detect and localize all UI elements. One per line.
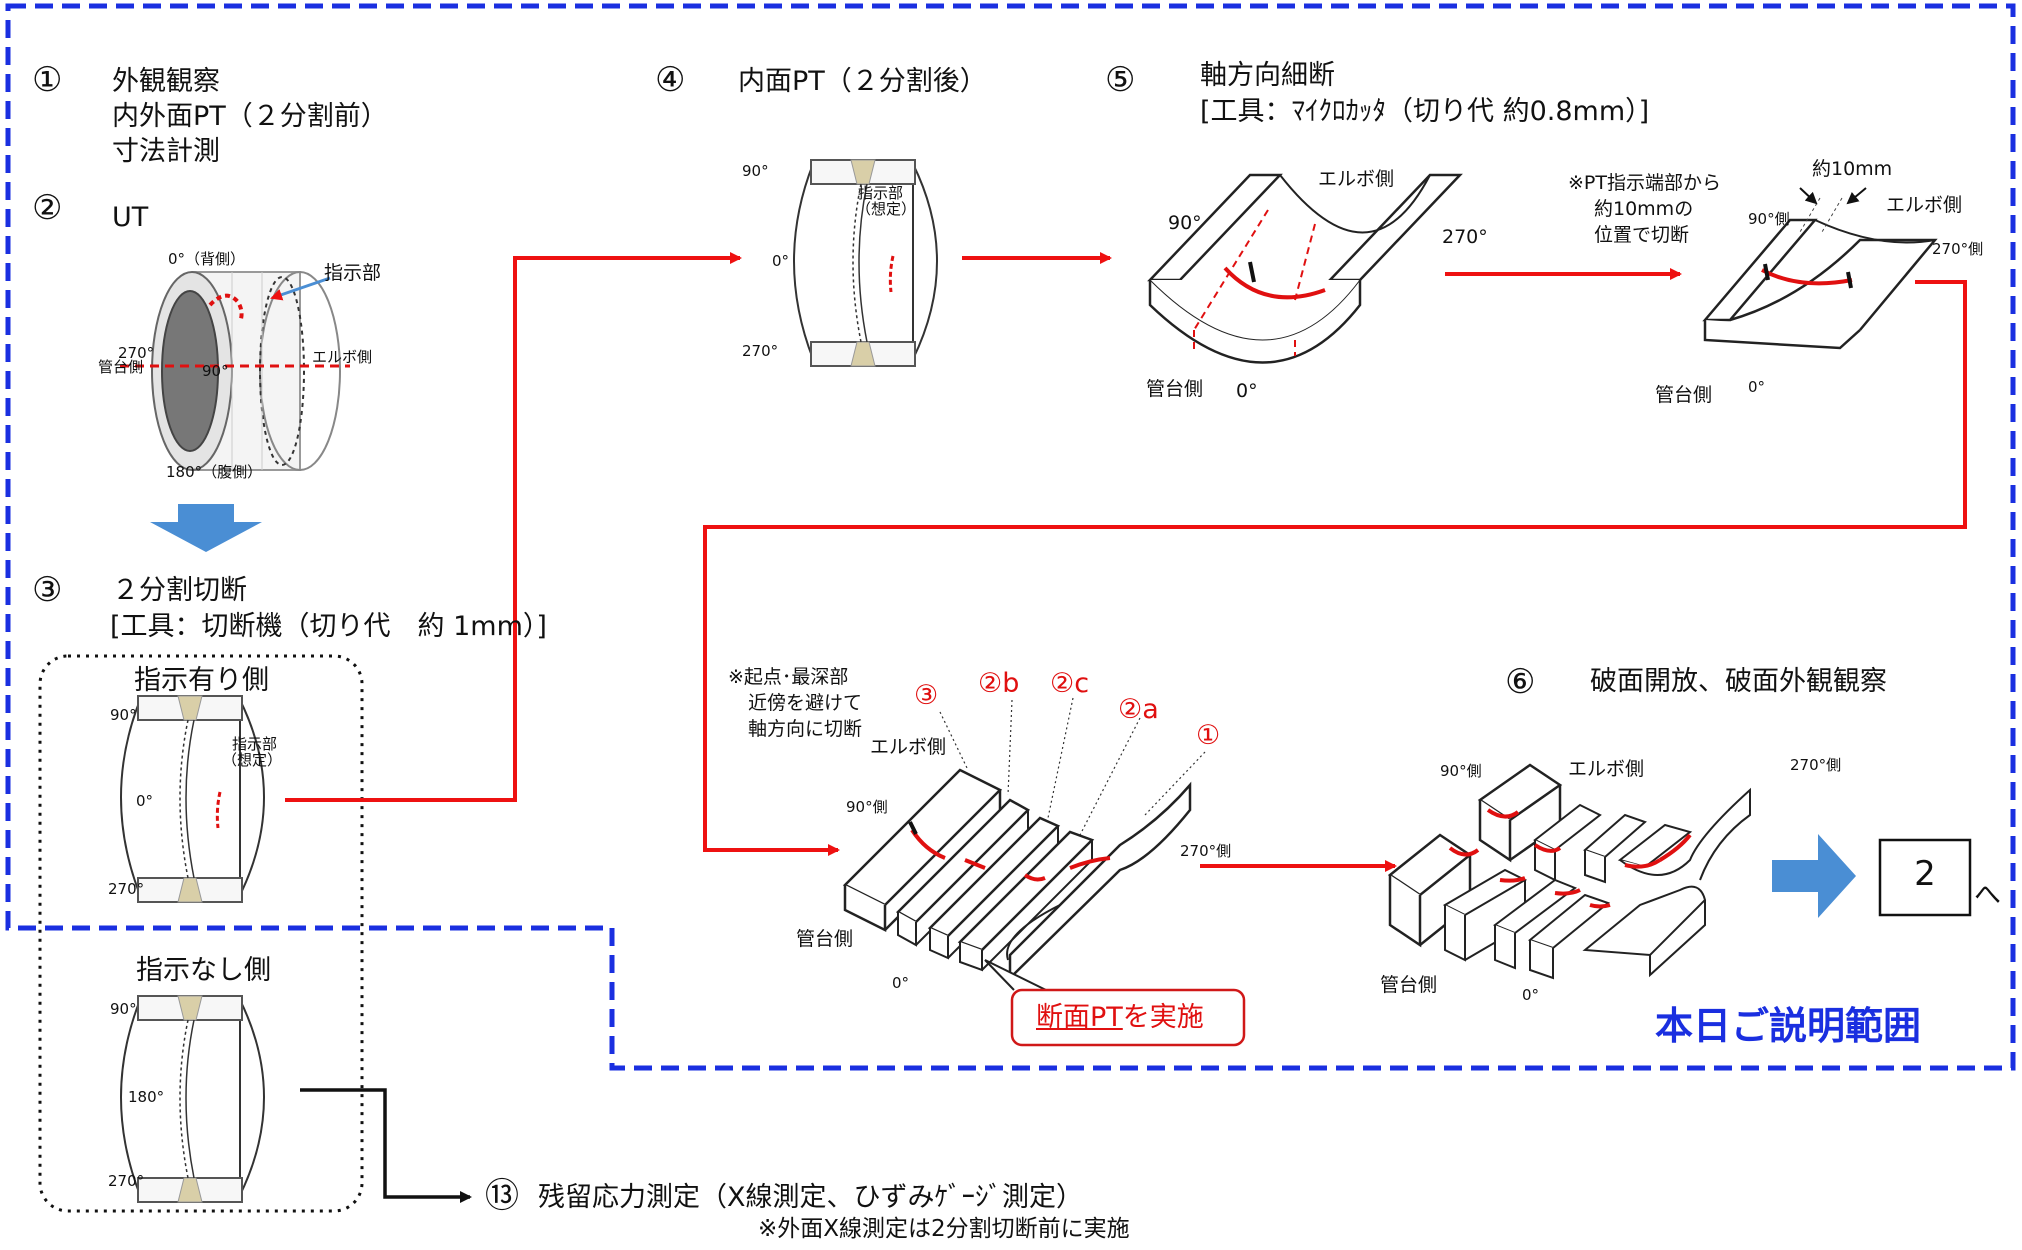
cut-b-a90: 90°側 bbox=[1748, 210, 1790, 228]
step5-number: ⑤ bbox=[1105, 60, 1136, 100]
slice-label-2c: ②c bbox=[1050, 668, 1090, 699]
callout-underlined: 断面PT bbox=[1036, 1002, 1123, 1033]
step3-tool: [工具：切断機（切り代 約 1mm）] bbox=[110, 611, 547, 642]
next-page-number: 2 bbox=[1914, 854, 1936, 894]
slice-label-2a: ②a bbox=[1118, 694, 1159, 725]
step13-note: ※外面X線測定は2分割切断前に実施 bbox=[758, 1216, 1130, 1242]
half-with-ind2: （想定） bbox=[222, 751, 283, 769]
cut-a-a270: 270° bbox=[1442, 226, 1488, 248]
blue-down-arrow bbox=[150, 504, 262, 552]
half-with-a270: 270° bbox=[108, 880, 145, 898]
slice-label-3: ③ bbox=[914, 680, 939, 711]
ut-left-angle: 270° bbox=[118, 344, 155, 362]
callout-box bbox=[1010, 988, 1246, 1047]
ut-indication-label: 指示部 bbox=[324, 262, 382, 284]
step3-label: ２分割切断 bbox=[112, 575, 247, 606]
ut-cylinder-figure bbox=[120, 271, 350, 471]
slices-nozzle: 管台側 bbox=[796, 928, 854, 950]
callout-pointer bbox=[984, 959, 1051, 993]
step2-number: ② bbox=[32, 188, 63, 228]
half-with-a0: 0° bbox=[136, 792, 154, 810]
slice-label-1: ① bbox=[1196, 720, 1221, 751]
half-pipe-with-indication bbox=[120, 695, 265, 903]
slices-a0: 0° bbox=[892, 974, 910, 992]
cut-b-note2: 約10mmの bbox=[1594, 198, 1694, 220]
step2-label: UT bbox=[112, 202, 149, 233]
step4-label: 内面PT（２分割後） bbox=[738, 66, 987, 97]
step1-line2: 内外面PT（２分割前） bbox=[112, 101, 388, 132]
cut-b-dist: 約10mm bbox=[1812, 158, 1893, 180]
flow-arrow-3-to-4 bbox=[285, 252, 742, 802]
half-group-box bbox=[38, 654, 364, 1213]
cut-a-a90: 90° bbox=[1168, 212, 1202, 234]
cut-a-elbow: エルボ側 bbox=[1318, 168, 1395, 190]
half-pipe-step4 bbox=[793, 159, 938, 367]
half-without-a270: 270° bbox=[108, 1172, 145, 1190]
callout-text: 断面PTを実施 bbox=[1036, 1002, 1204, 1034]
slice-leaders bbox=[939, 697, 1206, 836]
callout-rest: を実施 bbox=[1122, 1002, 1204, 1033]
s4-a270: 270° bbox=[742, 342, 779, 360]
step13-label: 残留応力測定（X線測定、ひずみｹﾞｰｼﾞ測定） bbox=[538, 1182, 1083, 1213]
next-page-box bbox=[1878, 838, 1972, 917]
half-with-a90: 90° bbox=[110, 706, 137, 724]
cut-b-note3: 位置で切断 bbox=[1594, 224, 1690, 246]
slices-note3: 軸方向に切断 bbox=[748, 718, 863, 740]
cut-b-nozzle: 管台側 bbox=[1655, 384, 1713, 406]
cut-b-elbow: エルボ側 bbox=[1886, 194, 1963, 216]
scope-label: 本日ご説明範囲 bbox=[1655, 1004, 1922, 1048]
step6-number: ⑥ bbox=[1505, 662, 1536, 702]
slices-a270: 270°側 bbox=[1180, 842, 1232, 860]
step5-tool: [工具：ﾏｲｸﾛｶｯﾀ（切り代 約0.8mm）] bbox=[1200, 96, 1650, 127]
half-without-title: 指示なし側 bbox=[136, 955, 271, 986]
half-pipe-without-indication bbox=[120, 995, 265, 1203]
cut-b-note1: ※PT指示端部から bbox=[1568, 172, 1721, 194]
s4-ind2: （想定） bbox=[856, 200, 917, 218]
cut-a-nozzle: 管台側 bbox=[1146, 378, 1204, 400]
step1-line3: 寸法計測 bbox=[112, 136, 220, 167]
step1-line1: 外観観察 bbox=[112, 66, 220, 97]
step3-number: ③ bbox=[32, 570, 63, 610]
ut-bottom-label: 180°（腹側） bbox=[166, 463, 263, 481]
half-without-a180: 180° bbox=[128, 1088, 165, 1106]
step6-label: 破面開放、破面外観観察 bbox=[1590, 666, 1887, 697]
s4-a0: 0° bbox=[772, 252, 790, 270]
frac-nozzle: 管台側 bbox=[1380, 974, 1438, 996]
scope-boundary bbox=[5, 3, 2016, 1071]
slices-note2: 近傍を避けて bbox=[748, 692, 863, 714]
half-with-title: 指示有り側 bbox=[134, 665, 269, 696]
cut-b-a270: 270°側 bbox=[1932, 240, 1984, 258]
step5-label: 軸方向細断 bbox=[1200, 60, 1335, 91]
cut-a-a0: 0° bbox=[1236, 380, 1258, 402]
frac-a270: 270°側 bbox=[1790, 756, 1842, 774]
s4-ind1: 指示部 bbox=[858, 184, 904, 202]
sliced-pieces-figure bbox=[842, 768, 1192, 981]
trough-figure-a bbox=[1147, 173, 1463, 364]
s4-a90: 90° bbox=[742, 162, 769, 180]
flow-arrow-5b-to-slices bbox=[703, 280, 1967, 856]
slice-label-2b: ②b bbox=[978, 668, 1020, 699]
step13-number: ⑬ bbox=[485, 1176, 519, 1216]
cut-b-a0: 0° bbox=[1748, 378, 1766, 396]
frac-elbow: エルボ側 bbox=[1568, 758, 1645, 780]
trough-figure-b bbox=[1702, 187, 1938, 350]
ut-top-label: 0°（背側） bbox=[168, 250, 246, 268]
slices-elbow: エルボ側 bbox=[870, 736, 947, 758]
ut-mid-angle: 90° bbox=[202, 362, 229, 380]
half-with-ind1: 指示部 bbox=[232, 735, 278, 753]
slices-note1: ※起点･最深部 bbox=[728, 666, 849, 688]
ut-right-side: エルボ側 bbox=[312, 348, 373, 366]
fracture-pieces-figure bbox=[1387, 763, 1751, 980]
flow-arrow-to-13 bbox=[300, 1088, 472, 1203]
slices-a90: 90°側 bbox=[846, 798, 888, 816]
ut-left-side: 管台側 bbox=[98, 358, 144, 376]
frac-a90: 90°側 bbox=[1440, 762, 1482, 780]
step4-number: ④ bbox=[655, 60, 686, 100]
frac-a0: 0° bbox=[1522, 986, 1540, 1004]
step1-number: ① bbox=[32, 60, 63, 100]
half-without-a90: 90° bbox=[110, 1000, 137, 1018]
blue-right-arrow bbox=[1772, 834, 1856, 918]
next-page-suffix: へ bbox=[1974, 880, 2001, 911]
